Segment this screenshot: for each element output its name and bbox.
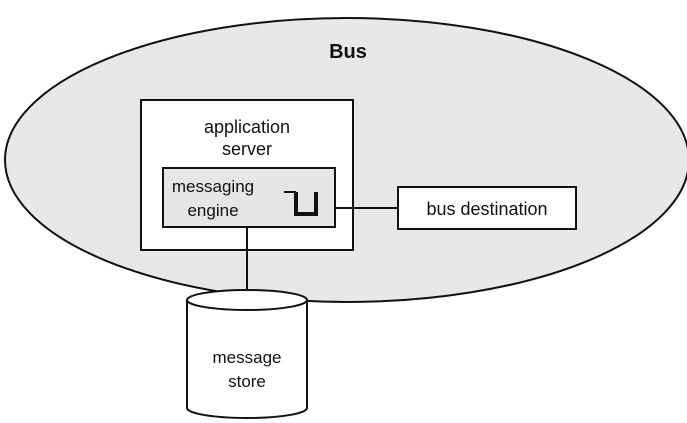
- bus-label: Bus: [329, 41, 367, 63]
- bus-destination-label: bus destination: [426, 199, 547, 219]
- bus-destination-box: [397, 186, 577, 230]
- application-server-label-line2: server: [222, 139, 272, 159]
- message-store-label-line1: message: [213, 348, 282, 367]
- application-server-label-line1: application: [204, 117, 290, 137]
- message-store-label-line2: store: [228, 372, 266, 391]
- messaging-engine-box: [162, 167, 336, 228]
- messaging-engine-label-line2: engine: [187, 201, 238, 220]
- message-store-cylinder: [186, 289, 308, 419]
- messaging-engine-label-line1: messaging: [172, 177, 254, 196]
- queue-icon: [284, 191, 318, 216]
